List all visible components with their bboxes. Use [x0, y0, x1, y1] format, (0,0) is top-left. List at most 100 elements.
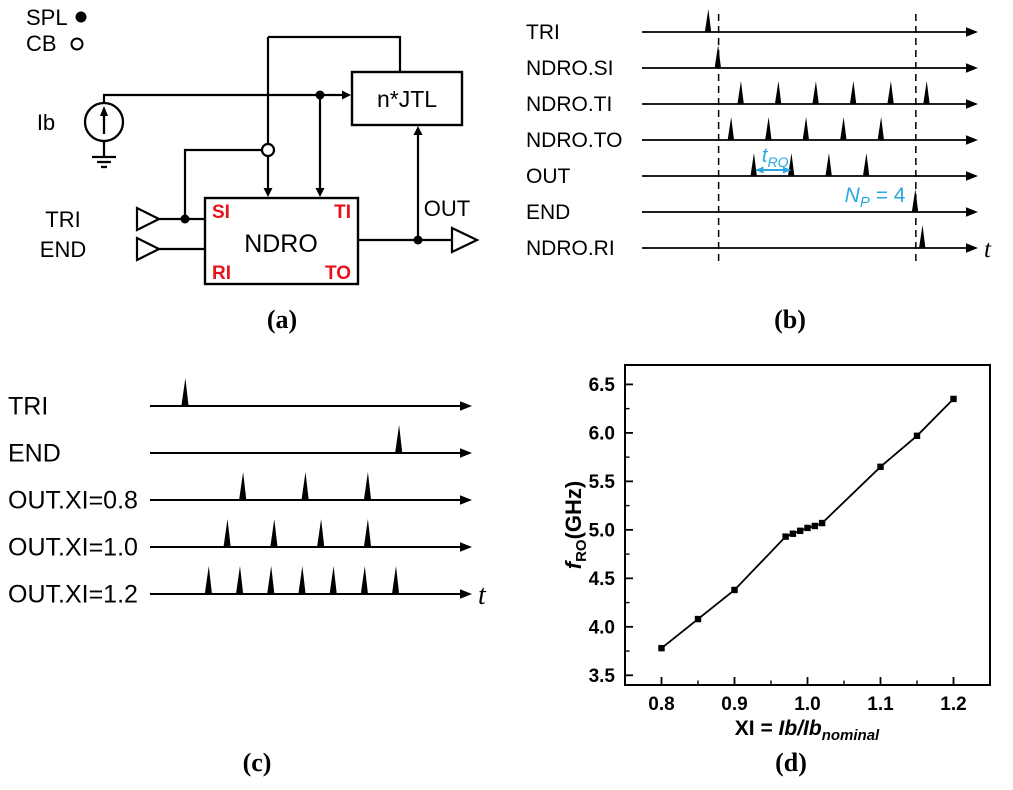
sfq-pulse: [911, 189, 919, 212]
sfq-pulse: [923, 81, 930, 104]
ndro-port-ri: RI: [212, 263, 231, 284]
signal-label: END: [526, 201, 570, 224]
bias-label: Ib: [37, 110, 55, 135]
data-point-marker: [694, 615, 702, 623]
signal-label: OUT.XI=1.2: [8, 580, 138, 608]
x-tick-label: 1.1: [867, 694, 894, 715]
signal-label: NDRO.SI: [526, 57, 614, 80]
jtl-label: n*JTL: [377, 86, 437, 112]
signal-row-ndro-ti: NDRO.TI: [526, 81, 978, 116]
end-input-label: END: [40, 237, 86, 262]
sfq-pulse: [363, 472, 372, 500]
x-tick-label: 0.8: [648, 694, 674, 715]
x-axis-title: XI = Ib/Ibnominal: [735, 717, 880, 744]
signal-label: OUT: [526, 165, 571, 188]
jtl-box: [350, 70, 464, 127]
signal-row-ndro-to: NDRO.TO: [526, 117, 978, 152]
signal-row-end: END: [526, 189, 978, 224]
t-ro-annotation: tRO: [755, 145, 791, 174]
t-ro-label: tRO: [762, 145, 789, 170]
sfq-pulse: [395, 425, 403, 453]
out-buffer-icon: [450, 226, 480, 254]
data-point-marker: [913, 432, 921, 439]
sfq-pulse: [298, 566, 306, 594]
out-label: OUT: [424, 196, 470, 221]
arrowhead-icon: [460, 589, 472, 599]
x-tick-label: 1.2: [940, 694, 966, 715]
arrowhead-icon: [413, 126, 423, 135]
sfq-pulse: [329, 566, 337, 594]
end-input-buffer-icon: [135, 236, 162, 262]
time-axis-label: t: [984, 236, 992, 263]
data-point-marker: [818, 519, 826, 527]
cb-open-dot-icon: [70, 37, 84, 51]
data-point-marker: [811, 522, 818, 530]
wires: [102, 35, 452, 251]
signal-label: OUT.XI=0.8: [8, 486, 138, 514]
tri-input-label: TRI: [45, 207, 80, 232]
y-axis-title: fRO(GHz): [561, 481, 590, 569]
wire-feedback-top: [268, 35, 402, 72]
sfq-pulse: [317, 519, 325, 547]
ndro-label: NDRO: [244, 230, 318, 258]
signal-label: NDRO.TO: [526, 129, 622, 152]
data-point-marker: [877, 463, 884, 471]
splitter-junction-dot: [315, 90, 325, 100]
splitter-junction-dot: [180, 214, 190, 224]
signal-row-end: END: [8, 425, 472, 467]
signal-row-ndro-si: NDRO.SI: [526, 45, 978, 80]
y-tick-label: 4.5: [589, 569, 616, 590]
ndro-port-ti: TI: [334, 202, 351, 223]
legend-cb-label: CB: [26, 31, 57, 56]
sfq-pulse: [737, 81, 744, 104]
sfq-pulse: [301, 472, 309, 500]
sfq-pulse: [360, 566, 368, 594]
data-point-marker: [797, 527, 804, 535]
data-point-marker: [789, 530, 797, 537]
x-tick-label: 1.0: [794, 694, 820, 715]
y-tick-label: 6.5: [589, 375, 616, 396]
wire-arrowheads: [263, 90, 423, 197]
arrowhead-icon: [966, 27, 978, 37]
bias-current-source: [83, 101, 125, 169]
ndro-block: NDRO SI TI RI TO: [203, 196, 360, 286]
sfq-pulse: [919, 225, 926, 248]
splitter-junction-dot: [413, 235, 423, 245]
sfq-pulse: [239, 472, 247, 500]
confluence-buffer-dot: [260, 142, 276, 158]
caption-a: (a): [266, 305, 298, 334]
data-point-marker: [658, 644, 665, 652]
arrowhead-icon: [966, 135, 978, 145]
signal-row-out-xi-1-0: OUT.XI=1.0: [8, 519, 472, 561]
signal-row-tri: TRI: [8, 378, 472, 420]
legend: SPL CB: [26, 5, 87, 56]
ndro-port-si: SI: [212, 202, 230, 223]
sfq-pulse: [235, 566, 244, 594]
signal-row-tri: TRI: [526, 9, 978, 44]
sfq-pulse: [714, 45, 722, 68]
sfq-pulse: [774, 81, 782, 104]
panel-a-circuit-diagram: SPL CB Ib: [26, 5, 480, 286]
signal-label: OUT.XI=1.0: [8, 533, 138, 561]
sfq-pulse: [802, 117, 810, 140]
signal-label: TRI: [8, 392, 48, 420]
sfq-pulse: [840, 117, 847, 140]
signal-label: TRI: [526, 21, 560, 44]
ndro-box: [203, 196, 360, 286]
y-tick-label: 5.0: [589, 520, 615, 541]
sfq-pulse: [849, 81, 857, 104]
arrowhead-icon: [755, 166, 764, 174]
signal-row-out-xi-1-2: OUT.XI=1.2: [8, 566, 472, 608]
np-annotation-label: NP = 4: [845, 184, 906, 211]
sfq-pulse: [812, 81, 819, 104]
signal-label: NDRO.TI: [526, 93, 612, 116]
arrowhead-icon: [966, 243, 978, 253]
data-point-marker: [804, 524, 811, 532]
sfq-pulse: [825, 153, 832, 176]
ndro-port-to: TO: [325, 263, 351, 284]
wire-bias-to-jtl: [102, 93, 343, 103]
